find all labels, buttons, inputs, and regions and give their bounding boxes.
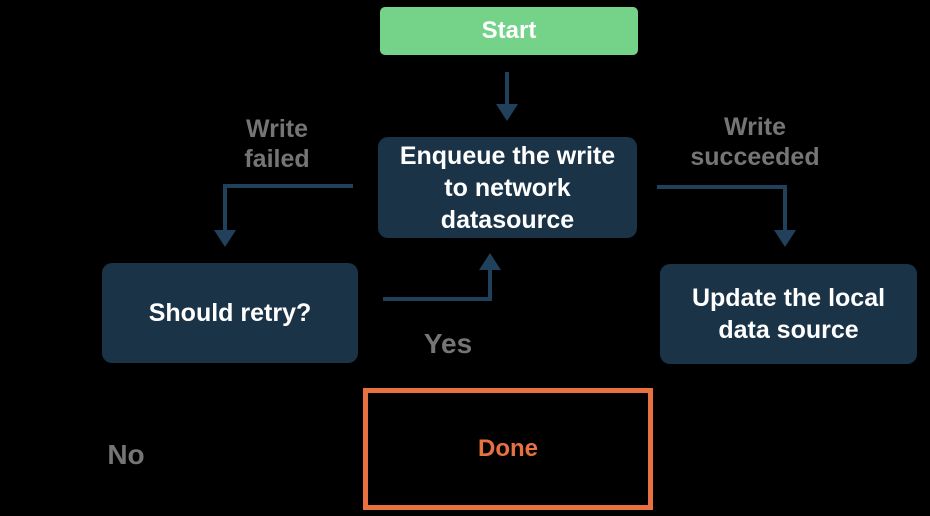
node-done: Done <box>363 388 653 510</box>
edge-enqueue-to-update <box>657 185 796 247</box>
node-enqueue-write: Enqueue the write to network datasource <box>378 137 637 238</box>
node-start: Start <box>380 7 638 55</box>
arrowhead-down-icon <box>774 230 796 247</box>
node-start-label: Start <box>481 16 537 44</box>
arrowhead-down-icon <box>496 104 518 121</box>
edge-start-to-enqueue <box>496 72 518 121</box>
node-should-retry-label: Should retry? <box>148 299 312 327</box>
edge-enqueue-to-retry <box>214 184 353 247</box>
node-update-local-label: Update the local data source <box>691 284 886 344</box>
edge-label-no: No <box>107 439 145 470</box>
edge-label-yes: Yes <box>423 328 473 359</box>
edge-label-write-failed: Write failed <box>244 115 310 173</box>
node-done-label: Done <box>478 434 538 462</box>
arrowhead-down-icon <box>214 230 236 247</box>
node-should-retry: Should retry? <box>102 263 358 363</box>
edge-label-write-succeeded: Write succeeded <box>690 113 820 171</box>
arrowhead-up-icon <box>479 253 501 270</box>
edge-retry-to-enqueue <box>383 253 501 301</box>
node-enqueue-write-label: Enqueue the write to network datasource <box>399 141 616 234</box>
node-update-local: Update the local data source <box>660 264 917 364</box>
